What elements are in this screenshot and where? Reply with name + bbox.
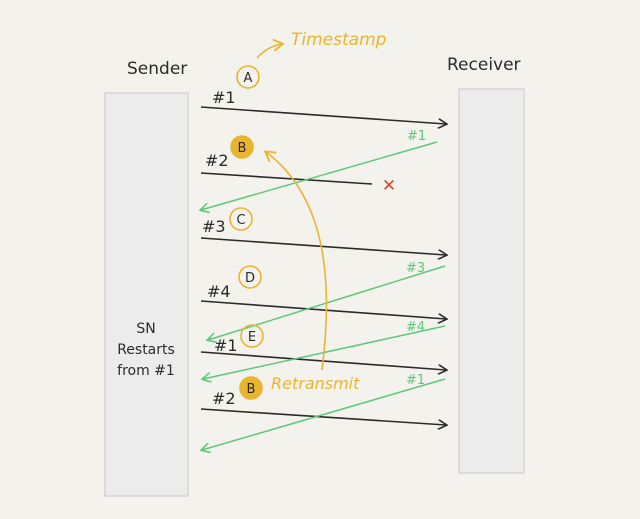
packet-seq-label: #2 (212, 389, 236, 408)
ack-label: #3 (406, 261, 425, 276)
timestamp-letter: A (244, 71, 253, 86)
packet-arrow (200, 408, 446, 425)
packet-arrow (200, 237, 446, 255)
retransmit-label: Retransmit (271, 374, 360, 393)
timestamp-circle (229, 207, 253, 231)
timestamp-circle (238, 265, 262, 289)
packet-arrow (200, 106, 446, 124)
ack-label: #1 (406, 373, 425, 388)
retransmit-pointer (266, 152, 328, 371)
timestamp-circle (236, 65, 260, 89)
packet-arrow (200, 300, 446, 319)
packet-seq-label: #1 (214, 336, 238, 355)
timestamp-letter: C (236, 213, 245, 228)
timestamp-circle-filled (239, 376, 263, 400)
timestamp-letter: B (238, 141, 247, 156)
receiver-lane (458, 88, 525, 474)
timestamp-letter: D (245, 271, 255, 286)
sender-lane (104, 92, 189, 497)
ack-label: #4 (406, 320, 425, 335)
packet-seq-label: #3 (202, 217, 226, 236)
timestamp-letter: B (247, 382, 256, 397)
timestamp-circle-filled (230, 135, 254, 159)
timestamp-circle (240, 324, 264, 348)
sender-label: Sender (127, 59, 187, 79)
lost-packet-line (200, 172, 373, 185)
packet-seq-label: #4 (207, 282, 231, 301)
ack-arrow (202, 378, 446, 450)
timestamp-letter: E (248, 330, 256, 345)
receiver-label: Receiver (447, 55, 521, 75)
sn-restarts-line2: Restarts (117, 342, 175, 358)
packet-seq-label: #2 (205, 151, 229, 170)
packet-seq-label: #1 (212, 88, 236, 107)
ack-label: #1 (407, 129, 426, 144)
ack-arrow (201, 141, 438, 210)
sn-restarts-line1: SN (136, 321, 155, 337)
timestamp-pointer (256, 44, 282, 59)
lost-mark: ✕ (382, 176, 396, 196)
timestamp-label: Timestamp (291, 30, 387, 50)
sn-restarts-line3: from #1 (117, 363, 175, 379)
